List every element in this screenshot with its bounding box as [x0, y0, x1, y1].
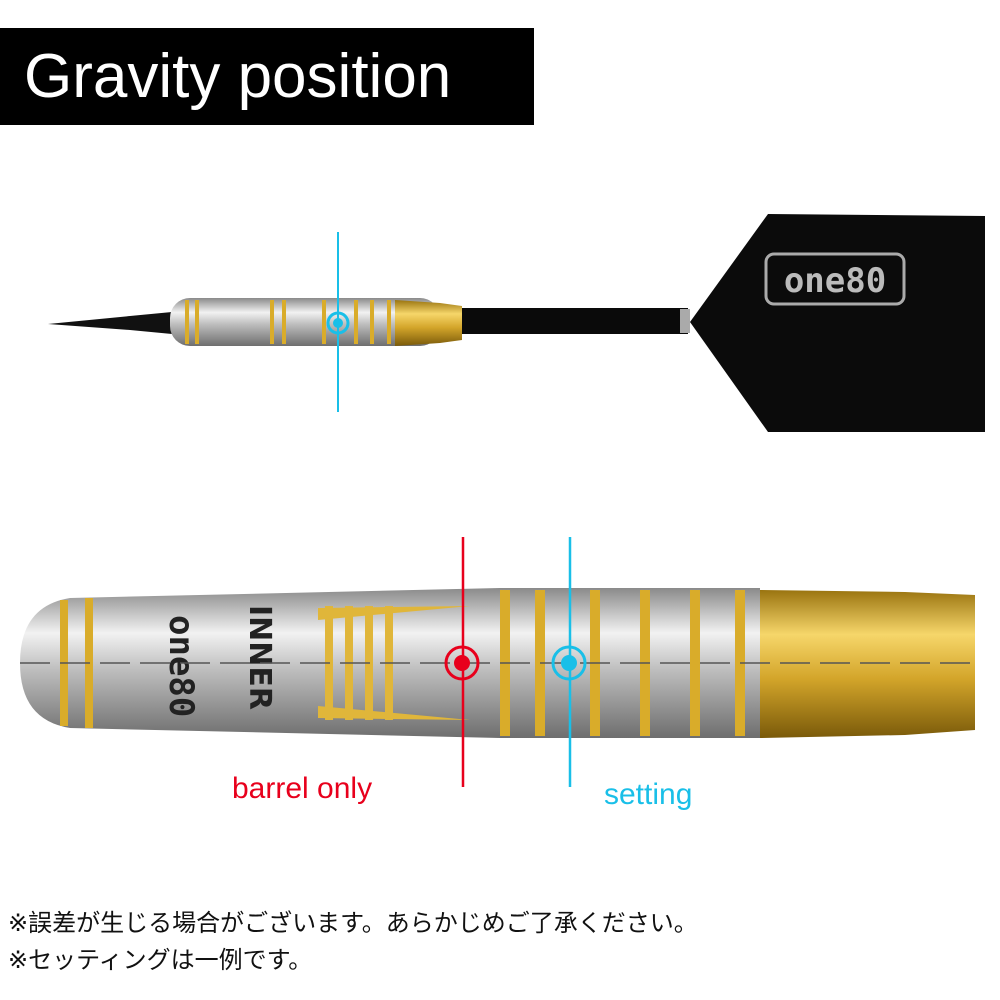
barrel-closeup: one80 INNER — [20, 537, 975, 787]
title-banner: Gravity position — [0, 28, 534, 125]
barrel-engraving-one80: one80 — [161, 615, 201, 717]
setting-marker — [551, 645, 587, 681]
setting-marker-small — [326, 311, 350, 335]
barrel-gold-collar — [760, 590, 975, 738]
disclaimer-notes: ※誤差が生じる場合がございます。あらかじめご了承ください。 ※セッティングは一例… — [8, 905, 698, 979]
full-dart: one80 — [48, 214, 985, 432]
dart-shaft — [462, 308, 688, 334]
setting-label: setting — [604, 778, 693, 811]
barrel-rings — [185, 300, 391, 344]
barrel-only-marker — [444, 645, 480, 681]
page-title: Gravity position — [24, 42, 452, 111]
barrel-engraving-inner: INNER — [242, 605, 277, 710]
barrel-only-label: barrel only — [232, 772, 373, 805]
note-line: ※誤差が生じる場合がございます。あらかじめご了承ください。 — [8, 909, 698, 937]
shaft-ring — [680, 309, 690, 333]
flight-logo-text: one80 — [784, 261, 886, 301]
dart-tip — [48, 312, 172, 334]
dart-flight — [690, 214, 985, 432]
note-line: ※セッティングは一例です。 — [8, 946, 313, 974]
flight-logo — [764, 252, 906, 306]
barrel-gold-end — [395, 300, 462, 346]
